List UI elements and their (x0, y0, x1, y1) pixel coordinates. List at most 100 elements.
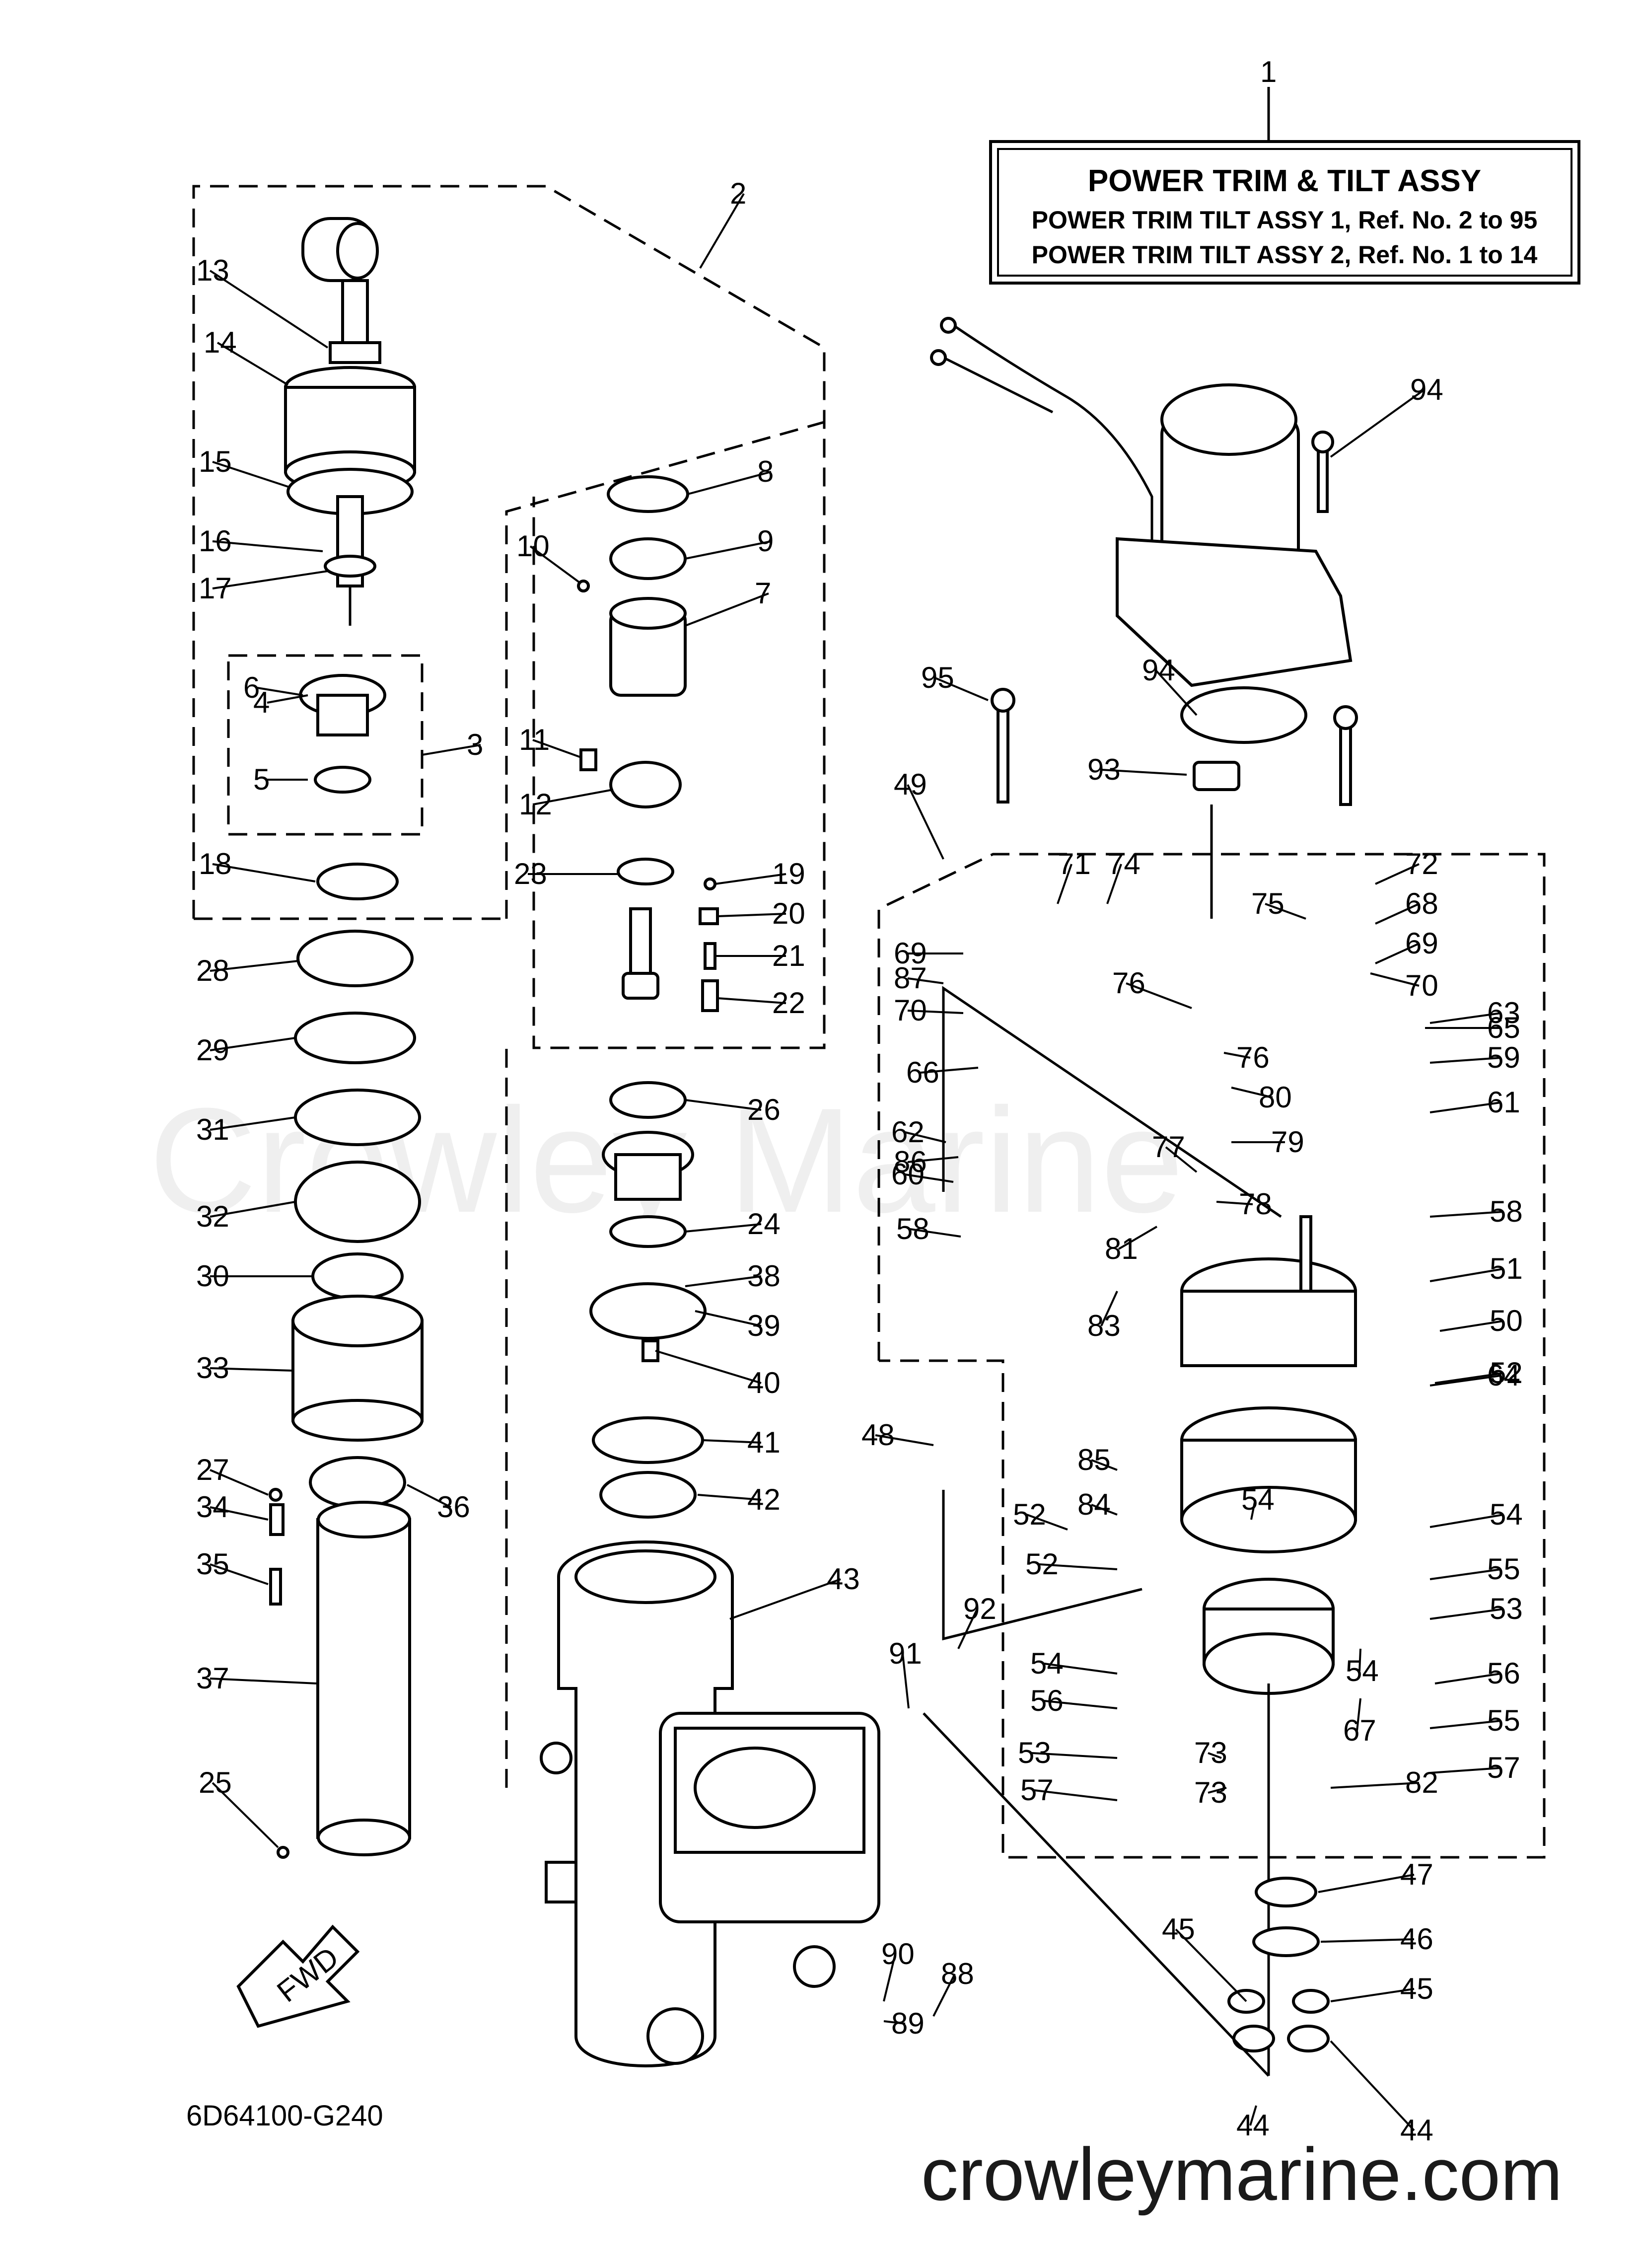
part-ref-44: 44 (1236, 2109, 1270, 2142)
callout-leader (210, 1201, 296, 1218)
callout-leader (907, 1010, 964, 1014)
callout-leader (902, 1653, 910, 1709)
callout-leader (1370, 972, 1420, 987)
part-ref-7: 7 (755, 577, 771, 610)
part-ref-95: 95 (921, 661, 954, 694)
callout-leader (1429, 1514, 1504, 1528)
part-ref-66: 66 (906, 1056, 939, 1089)
callout-leader (210, 1563, 269, 1585)
callout-leader (209, 270, 329, 349)
callout-leader (1216, 1201, 1253, 1205)
part-ref-30: 30 (196, 1259, 229, 1293)
part-ref-64: 64 (1487, 1359, 1520, 1392)
callout-leader (910, 1228, 961, 1238)
part-ref-10: 10 (516, 529, 550, 563)
part-ref-82: 82 (1405, 1766, 1438, 1799)
part-ref-56: 56 (1030, 1684, 1064, 1717)
part-ref-94: 94 (1410, 373, 1443, 406)
part-ref-68: 68 (1405, 887, 1438, 920)
callout-leader (717, 913, 786, 917)
part-ref-3: 3 (467, 728, 483, 761)
part-ref-13: 13 (196, 254, 229, 287)
part-ref-55: 55 (1487, 1552, 1520, 1586)
connection-lines (923, 805, 1282, 2077)
callout-leader (1330, 1782, 1420, 1789)
part-ref-28: 28 (196, 954, 229, 987)
valve-body (1180, 1215, 1357, 2076)
part-ref-72: 72 (1405, 847, 1438, 880)
callout-leader (714, 873, 786, 885)
part-ref-20: 20 (772, 897, 805, 930)
callout-leader (216, 342, 289, 386)
part-ref-58: 58 (896, 1212, 929, 1245)
callout-leader (1100, 1291, 1118, 1326)
part-ref-84: 84 (1077, 1488, 1111, 1521)
part-ref-59: 59 (1487, 1041, 1520, 1074)
part-ref-55: 55 (1487, 1704, 1520, 1737)
part-ref-63: 63 (1487, 996, 1520, 1029)
part-ref-60: 60 (891, 1158, 925, 1191)
motor-assembly (930, 317, 1358, 806)
part-ref-17: 17 (199, 572, 232, 605)
callout-leader (1330, 2040, 1415, 2131)
callout-leader (532, 739, 581, 758)
part-ref-39: 39 (747, 1309, 781, 1342)
part-ref-34: 34 (196, 1490, 229, 1524)
callout-leader (212, 540, 323, 552)
title-line-2: POWER TRIM TILT ASSY 2, Ref. No. 1 to 14 (1032, 241, 1538, 269)
callout-leader (1249, 2105, 1257, 2126)
part-ref-36: 36 (437, 1490, 470, 1524)
callout-leader (905, 1173, 954, 1183)
callout-leader (210, 1469, 269, 1496)
callout-leader (422, 744, 481, 756)
callout-leader (932, 1974, 956, 2017)
callout-leader (1250, 1499, 1256, 1520)
callout-leader (257, 687, 303, 696)
part-ref-61: 61 (1487, 1086, 1520, 1119)
part-ref-41: 41 (747, 1426, 781, 1459)
part-ref-93: 93 (1087, 753, 1121, 786)
callout-leader (729, 1578, 841, 1620)
part-ref-8: 8 (757, 455, 774, 488)
callout-leader (1434, 1673, 1501, 1684)
callout-leader (907, 1156, 959, 1163)
part-ref-77: 77 (1152, 1130, 1185, 1164)
callout-leader (934, 677, 989, 701)
part-ref-24: 24 (747, 1207, 781, 1241)
part-ref-87: 87 (894, 961, 927, 995)
callout-leader (210, 1116, 296, 1131)
callout-leader (1155, 669, 1198, 716)
callout-leader (1175, 1928, 1247, 2002)
callout-leader (1118, 1226, 1158, 1250)
site-url: crowleymarine.com (921, 2132, 1563, 2216)
callout-leader (699, 193, 745, 269)
callout-leader (1429, 1211, 1504, 1218)
callout-leader (1330, 389, 1425, 458)
part-ref-2: 2 (730, 177, 746, 210)
callout-leader (212, 570, 328, 589)
part-ref-53: 53 (1018, 1736, 1051, 1769)
callout-leader (1330, 1988, 1415, 2002)
callout-leader (1044, 1700, 1118, 1709)
part-ref-65: 65 (1487, 1011, 1520, 1044)
callout-leader (1320, 1938, 1415, 1943)
callout-leader (685, 592, 769, 627)
part-ref-90: 90 (881, 1937, 915, 1971)
part-ref-52: 52 (1013, 1498, 1046, 1531)
part-ref-37: 37 (196, 1662, 229, 1695)
callout-leader (1026, 1514, 1068, 1531)
part-ref-83: 83 (1087, 1309, 1121, 1342)
part-ref-85: 85 (1077, 1443, 1111, 1476)
callout-leader (1358, 1648, 1361, 1672)
part-ref-45: 45 (1162, 1912, 1195, 1946)
part-ref-33: 33 (196, 1351, 229, 1385)
callout-leader (1429, 1012, 1501, 1024)
callout-leader (697, 1494, 762, 1501)
callout-leader (920, 1067, 979, 1074)
part-ref-86: 86 (894, 1145, 927, 1178)
part-ref-80: 80 (1259, 1081, 1292, 1114)
cylinder-housing (540, 1540, 880, 2067)
callout-leader (1375, 903, 1420, 925)
part-ref-21: 21 (772, 939, 805, 972)
part-ref-54: 54 (1030, 1647, 1064, 1680)
